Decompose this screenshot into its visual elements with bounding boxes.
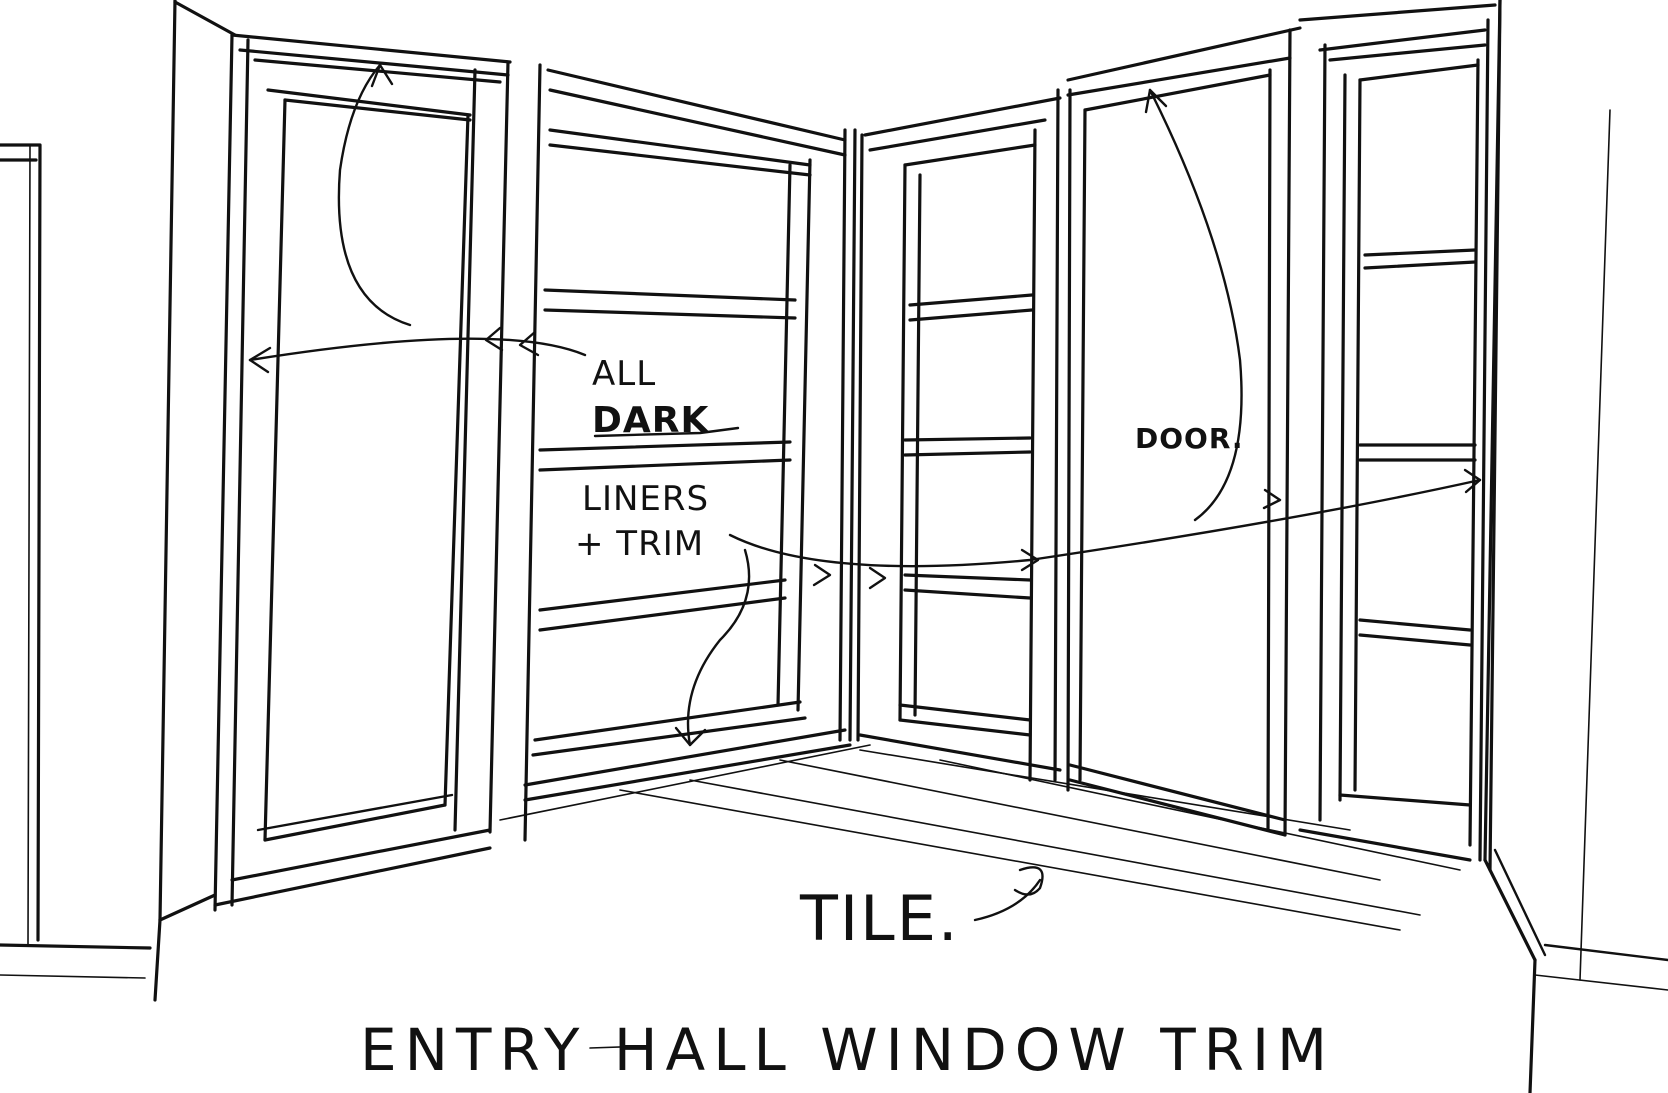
sketch-title: ENTRY HALL WINDOW TRIM bbox=[360, 1016, 1335, 1084]
annotation-tile: TILE. bbox=[799, 882, 960, 955]
center-right-window bbox=[858, 88, 1072, 792]
annotation-all: ALL bbox=[592, 354, 656, 394]
leader-lines bbox=[248, 63, 1482, 922]
annotation-liners: LINERS bbox=[582, 479, 709, 519]
right-wall bbox=[1483, 0, 1668, 1093]
dark-underline bbox=[593, 426, 740, 438]
left-wall bbox=[0, 0, 237, 1002]
annotation-door: DOOR. bbox=[1135, 422, 1244, 455]
right-window bbox=[1298, 0, 1502, 872]
door bbox=[1066, 26, 1302, 837]
title-baseline bbox=[589, 1045, 651, 1049]
corner-post bbox=[848, 128, 864, 742]
annotation-trim: + TRIM bbox=[575, 524, 704, 564]
left-tall-window bbox=[213, 33, 512, 912]
center-left-window bbox=[523, 63, 852, 842]
floor-lines bbox=[499, 744, 1461, 931]
